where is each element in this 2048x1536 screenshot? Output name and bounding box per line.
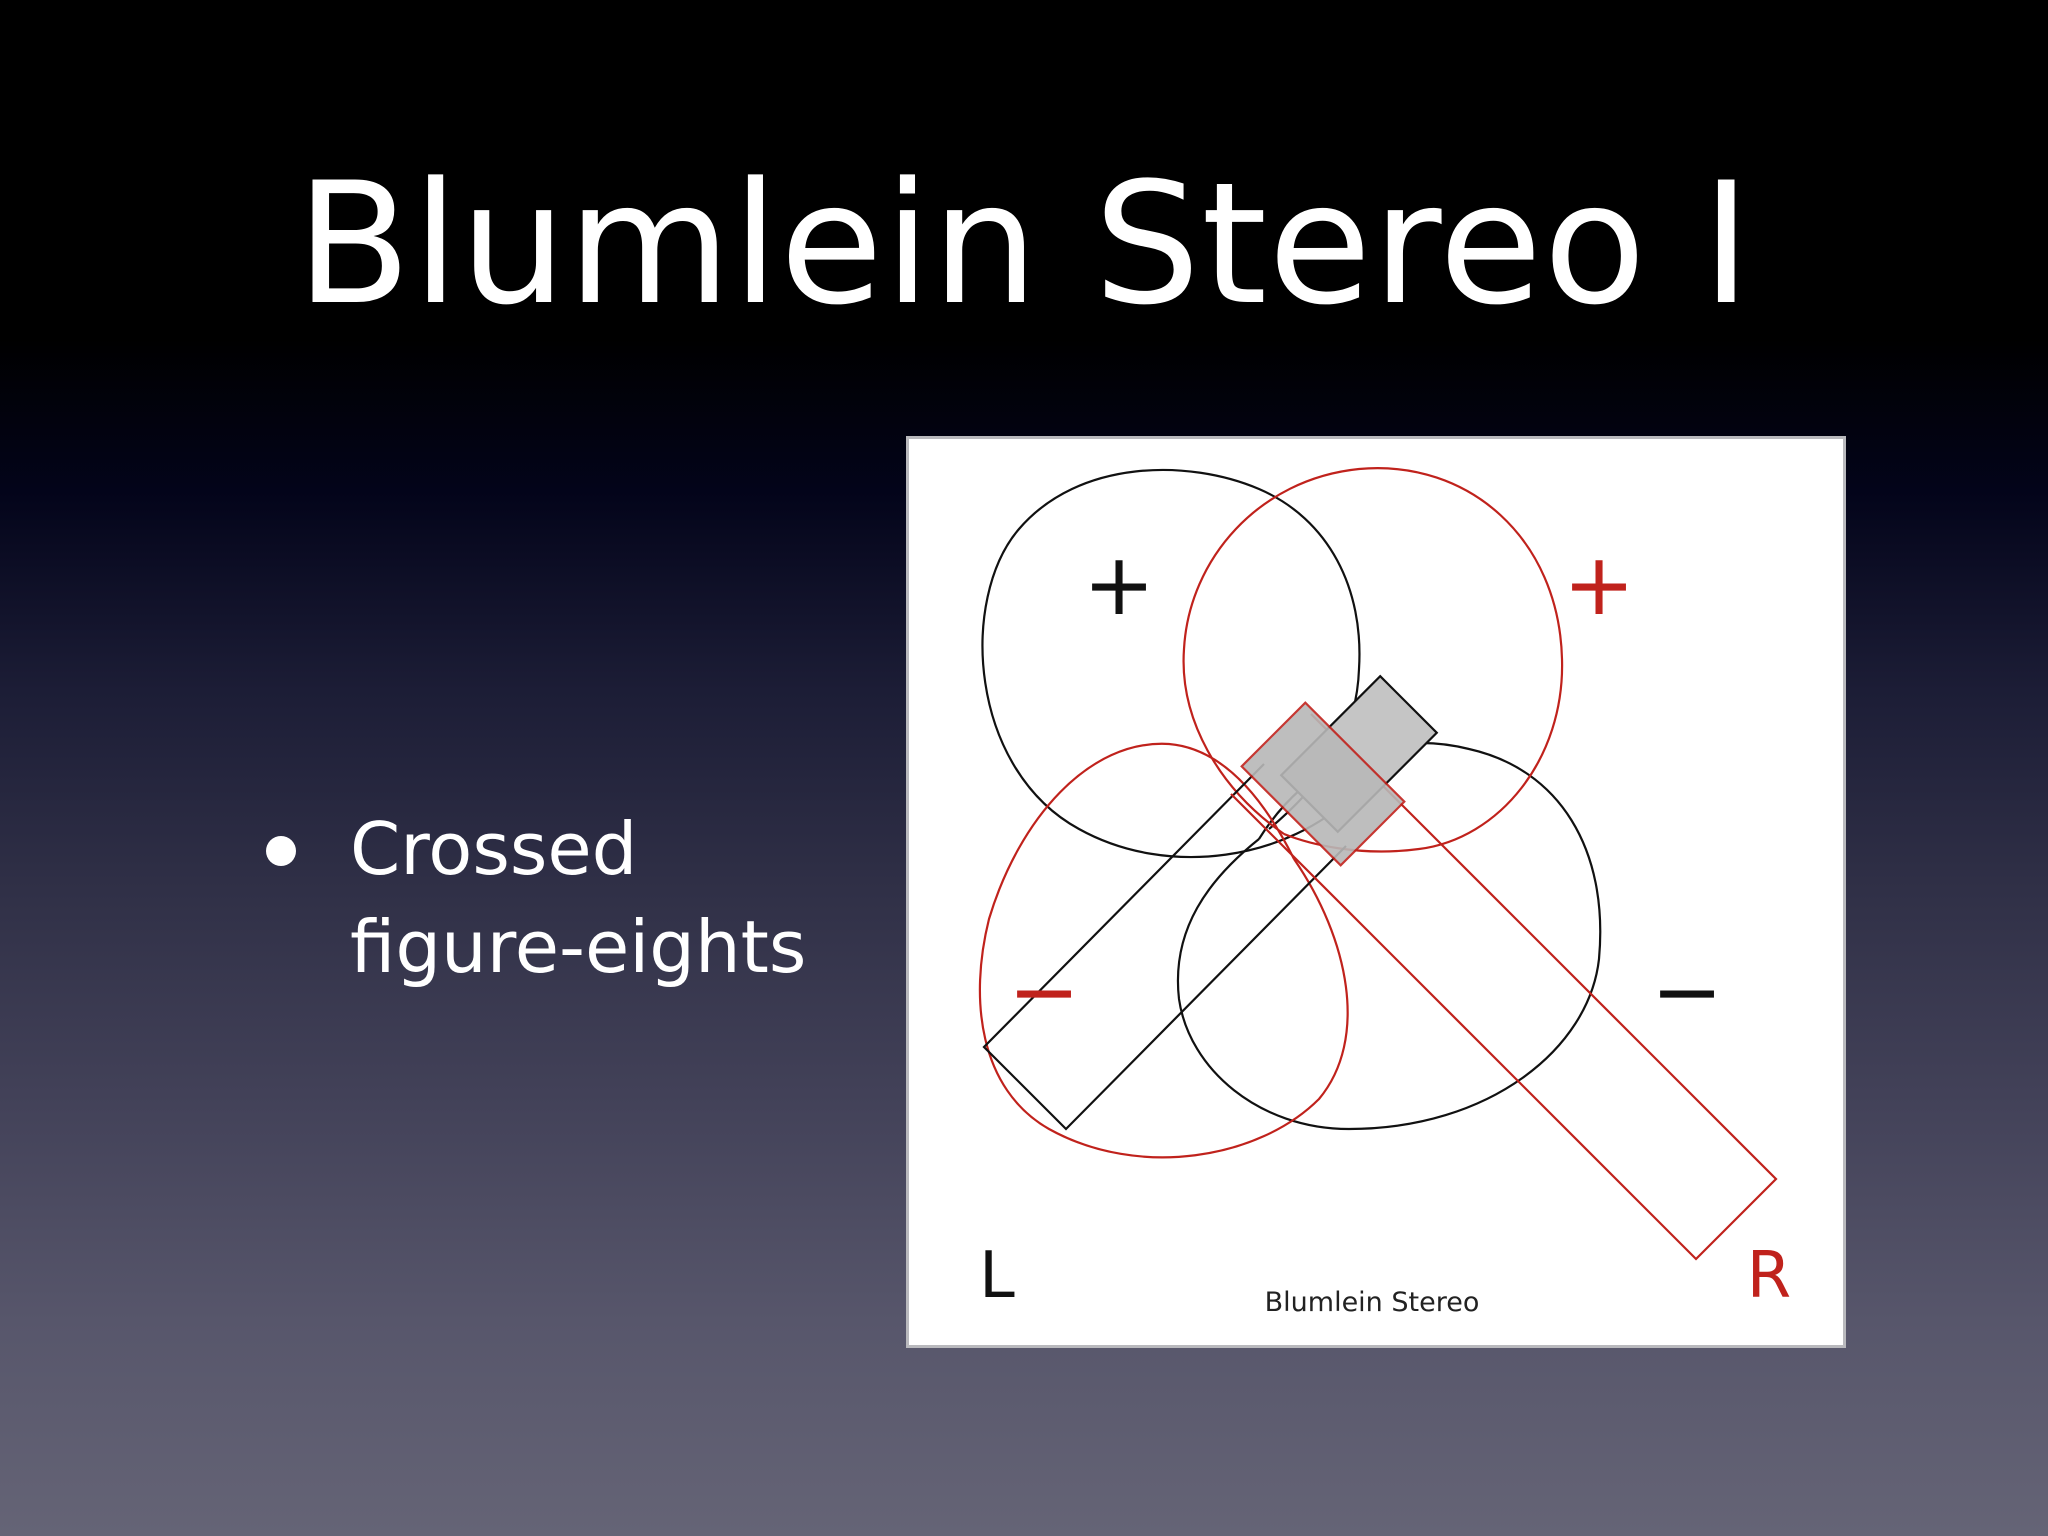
right-mic-positive-lobe xyxy=(1182,467,1564,853)
right-mic-body xyxy=(1230,713,1778,1261)
right-mic-negative-lobe xyxy=(978,742,1349,1159)
bullet-item: Crossed figure-eights xyxy=(262,800,850,996)
bullet-dot-icon xyxy=(266,836,296,866)
left-mic-positive-lobe xyxy=(981,468,1361,859)
bullet-text: Crossed figure-eights xyxy=(350,807,807,989)
left-mic-positive-sign: + xyxy=(1083,535,1155,635)
blumlein-diagram-figure: + + − − L R Blumlein Stereo xyxy=(906,436,1846,1348)
left-mic-negative-sign: − xyxy=(1651,942,1723,1042)
left-mic-body xyxy=(982,763,1347,1131)
diagram-caption: Blumlein Stereo xyxy=(1265,1287,1480,1318)
left-mic-label: L xyxy=(979,1239,1015,1313)
left-mic-negative-lobe xyxy=(1176,741,1602,1131)
right-mic-positive-sign: + xyxy=(1563,535,1635,635)
bullet-list: Crossed figure-eights xyxy=(262,800,850,996)
right-mic-negative-sign: − xyxy=(1008,942,1080,1042)
blumlein-diagram: + + − − L R Blumlein Stereo xyxy=(978,467,1791,1318)
right-mic-capsule xyxy=(1240,701,1406,867)
right-mic-label: R xyxy=(1747,1239,1791,1313)
slide-title: Blumlein Stereo I xyxy=(296,146,1752,342)
